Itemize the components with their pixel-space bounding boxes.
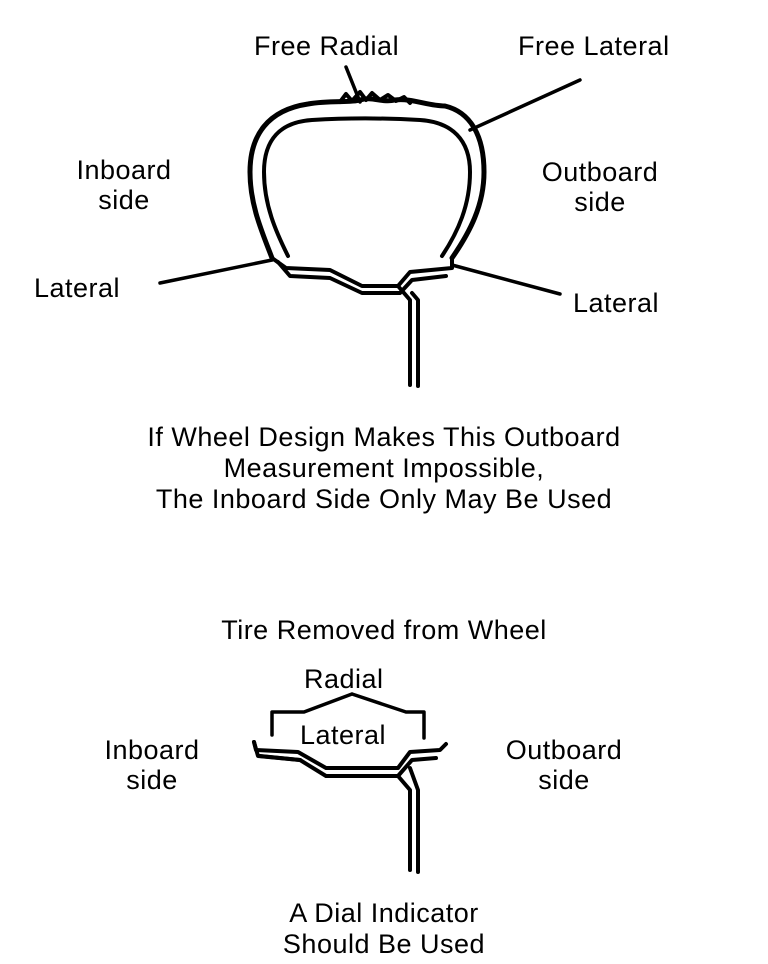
side-word: side	[574, 187, 626, 217]
wheel-rim-inner	[276, 260, 448, 295]
outboard-word: Outboard	[541, 157, 659, 187]
inboard-side-label-bottom: Inboard side	[82, 735, 222, 795]
caption-line: A Dial Indicator	[289, 898, 479, 928]
caption-line: Measurement Impossible,	[223, 453, 545, 483]
free-radial-label: Free Radial	[254, 31, 400, 61]
lateral-label-bottom: Lateral	[300, 720, 387, 750]
wheel-disc	[396, 284, 420, 388]
tire-removed-heading: Tire Removed from Wheel	[221, 615, 547, 645]
side-word: side	[538, 765, 590, 795]
tire-outer-casing	[247, 96, 487, 261]
top-caption: If Wheel Design Makes This Outboard Meas…	[0, 422, 768, 515]
lateral-left-label: Lateral	[34, 273, 121, 303]
free-lateral-leader	[468, 78, 582, 132]
lateral-left-leader	[158, 258, 274, 285]
lateral-right-leader	[450, 263, 562, 296]
inboard-word: Inboard	[104, 735, 200, 765]
tire-tread	[338, 90, 412, 105]
mounted-tire-drawing	[158, 65, 582, 388]
caption-line: The Inboard Side Only May Be Used	[155, 484, 613, 514]
free-lateral-label: Free Lateral	[518, 31, 670, 61]
free-radial-leader	[344, 65, 362, 104]
wheel-rim	[270, 256, 454, 288]
caption-line: If Wheel Design Makes This Outboard	[147, 422, 621, 452]
inboard-word: Inboard	[76, 155, 172, 185]
outboard-side-label-bottom: Outboard side	[484, 735, 644, 795]
outboard-word: Outboard	[505, 735, 623, 765]
caption-line: Should Be Used	[282, 929, 486, 959]
wheel-disc-removed	[396, 766, 420, 874]
wheel-profile-outer	[252, 740, 448, 770]
radial-label: Radial	[304, 664, 384, 694]
outboard-side-label-top: Outboard side	[520, 157, 680, 217]
radial-bracket	[270, 692, 426, 740]
bottom-caption: A Dial Indicator Should Be Used	[0, 898, 768, 960]
side-word: side	[98, 185, 150, 215]
removed-tire-drawing	[252, 692, 448, 874]
lateral-right-label: Lateral	[573, 288, 660, 318]
tire-inner-casing	[262, 116, 472, 258]
side-word: side	[126, 765, 178, 795]
wheel-profile-left-lip	[252, 740, 302, 762]
inboard-side-label-top: Inboard side	[54, 155, 194, 215]
